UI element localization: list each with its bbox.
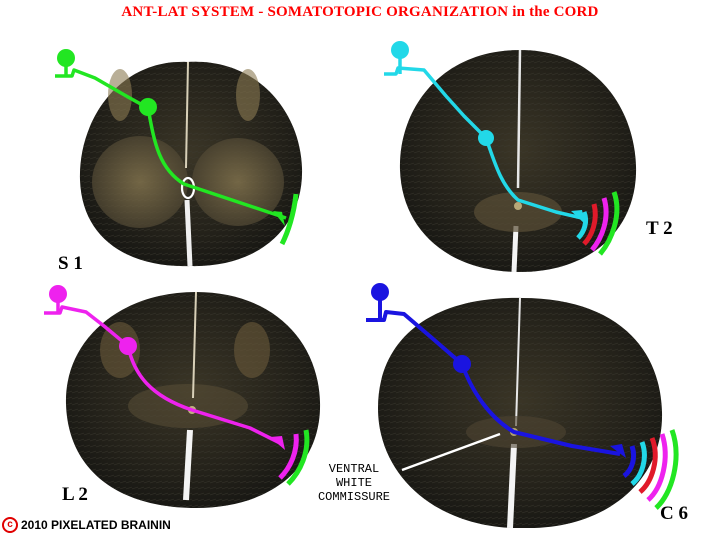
cord-section-t2	[384, 41, 637, 273]
segment-label-s1: S 1	[58, 253, 83, 274]
annotation-line-1: VENTRAL	[328, 462, 380, 476]
ganglion-cell-c6	[371, 283, 389, 301]
annotation-line-3: COMMISSURE	[317, 490, 390, 504]
copyright-text: 2010 PIXELATED BRAININ	[21, 518, 171, 532]
segment-label-c6: C 6	[660, 503, 688, 524]
gray-matter-s1-right	[192, 138, 284, 226]
ganglion-cell-t2	[391, 41, 409, 59]
second-neuron-t2	[478, 130, 494, 146]
tract-band-c6-magenta	[646, 433, 668, 502]
second-neuron-c6	[453, 355, 471, 373]
pathway-t2	[384, 66, 583, 220]
ganglion-cell-l2	[49, 285, 67, 303]
tract-band-c6-red	[638, 437, 658, 494]
tract-band-c6-blue	[622, 445, 637, 478]
copyright-icon: c	[2, 517, 18, 533]
second-neuron-s1	[139, 98, 157, 116]
tract-band-c6-green	[654, 429, 679, 510]
tract-band-l2-magenta	[278, 433, 299, 480]
gray-matter-s1-left	[92, 136, 188, 228]
tract-band-t2-green	[598, 191, 620, 256]
second-neuron-l2	[119, 337, 137, 355]
tract-band-l2-green	[286, 429, 310, 486]
tract-band-s1-green	[279, 193, 299, 246]
pathway-l2	[44, 305, 283, 446]
page-title: ANT-LAT SYSTEM - SOMATOTOPIC ORGANIZATIO…	[121, 4, 599, 20]
segment-label-t2: T 2	[646, 218, 673, 239]
tract-band-t2-magenta	[590, 197, 609, 252]
tract-band-c6-cyan	[630, 441, 647, 486]
cord-section-s1	[55, 49, 303, 267]
ventral-white-commissure-label: VENTRAL WHITE COMMISSURE	[308, 462, 400, 504]
ganglion-cell-s1	[57, 49, 75, 67]
copyright-notice: c 2010 PIXELATED BRAININ	[2, 517, 171, 533]
central-canal-t2	[514, 202, 522, 210]
gray-matter-t2	[474, 192, 562, 232]
pathway-s1	[55, 68, 287, 220]
pathway-c6	[366, 310, 621, 456]
commissure-pointer-line	[401, 432, 501, 472]
cord-section-l2	[44, 285, 321, 508]
annotation-line-2: WHITE	[335, 476, 372, 490]
tract-band-t2-red	[582, 203, 598, 246]
tract-band-t2-cyan	[576, 211, 589, 240]
cord-section-c6	[366, 283, 679, 529]
segment-label-l2: L 2	[62, 484, 88, 505]
